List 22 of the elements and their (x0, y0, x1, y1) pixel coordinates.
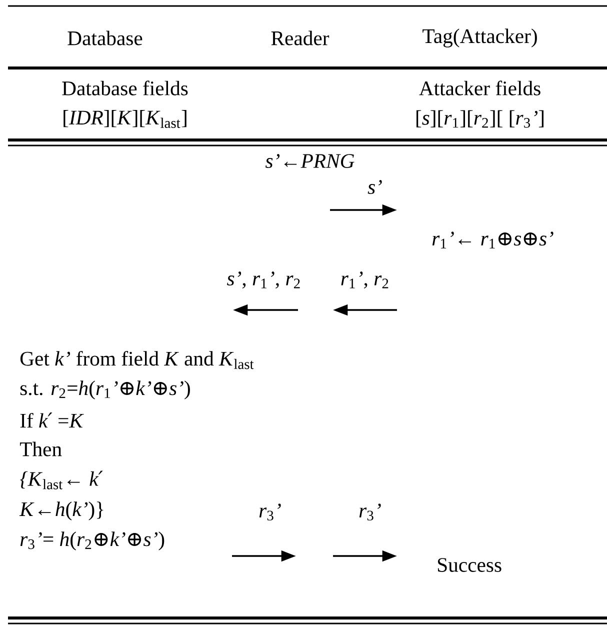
field-heading: Database fields (62, 80, 188, 96)
column-heading: Database (68, 30, 142, 46)
message-label: r$_{3}$’ (259, 504, 281, 520)
computation-text: K←h(k’)} (19, 502, 104, 520)
computation-text: r$_{3}$’= h(r$_{2}$⊕k’⊕s’) (20, 532, 164, 550)
computation-text: r$_{1}$’← r$_{1}$⊕s⊕s’ (432, 232, 554, 248)
computation-text: Then (20, 442, 62, 456)
message-label: s’, r$_{1}$’, r$_{2}$ (227, 272, 300, 288)
computation-text: If k′ =K (20, 412, 84, 428)
field-list: [IDR][K][K$_{last}$] (64, 110, 186, 128)
field-list: [s][r$_{1}$][r$_{2}$][ [r$_{3}$’] (416, 110, 544, 128)
status-text: Success (438, 558, 502, 572)
message-label: r$_{3}$’ (359, 504, 381, 520)
column-heading: Tag(Attacker) (422, 28, 537, 48)
computation-text: Get k’ from field K and K$_{last}$ (20, 350, 254, 370)
column-heading: Reader (271, 30, 330, 46)
computation-text: {K$_{last}$← k′ (20, 470, 103, 490)
computation-text: s.t. r$_{2}$=h(r$_{1}$’⊕k’⊕s’) (20, 380, 190, 400)
message-label: r$_{1}$’, r$_{2}$ (341, 272, 388, 288)
field-heading: Attacker fields (419, 80, 540, 96)
computation-text: s’←PRNG (265, 154, 354, 168)
message-label: s’ (368, 180, 382, 194)
